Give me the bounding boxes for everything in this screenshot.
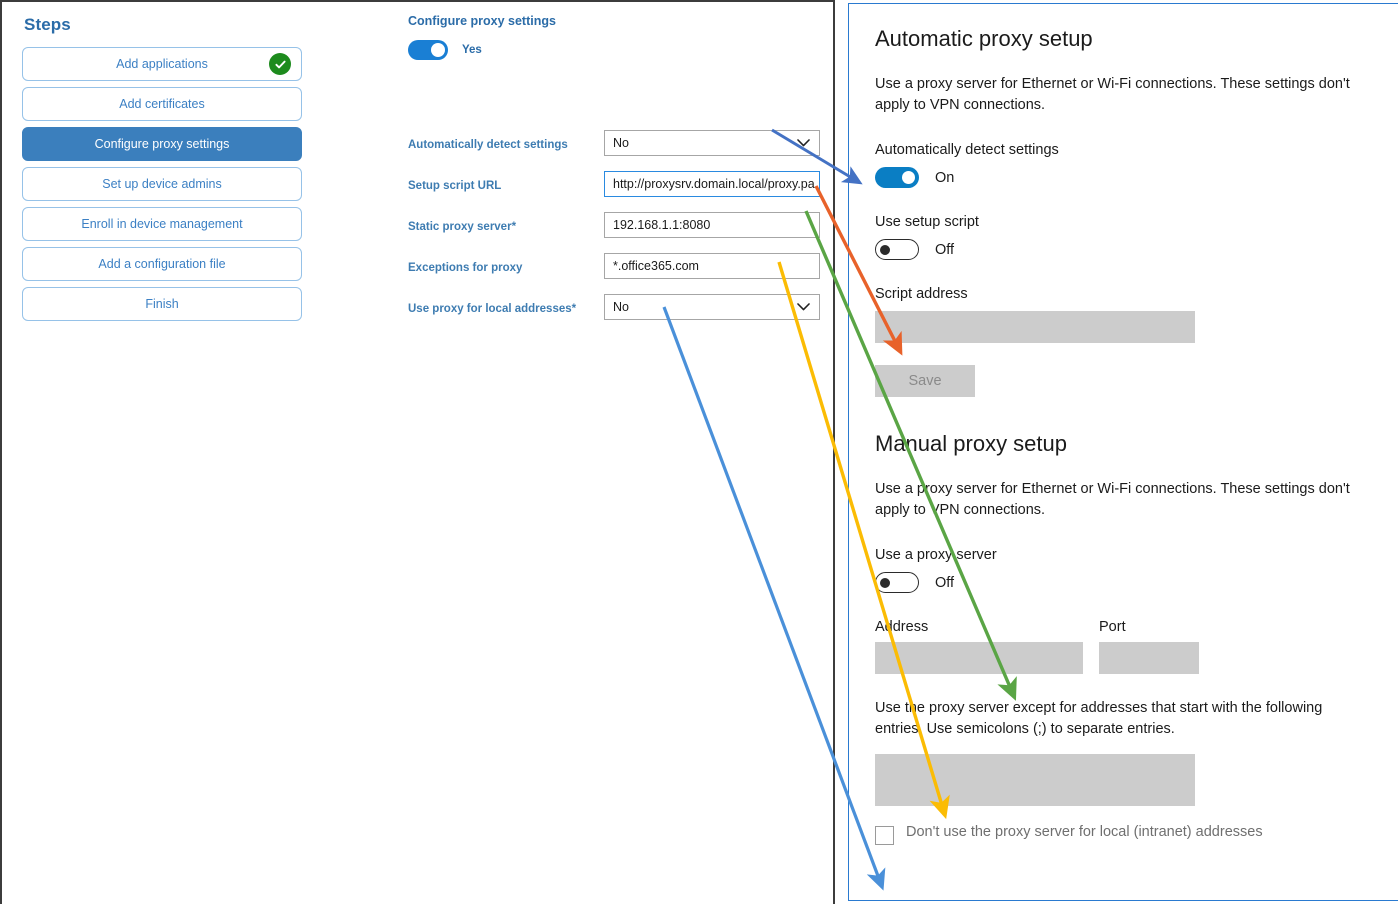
manual-proxy-setup-description: Use a proxy server for Ethernet or Wi-Fi… (875, 481, 1350, 519)
field-row-exceptions-for-proxy: Exceptions for proxy *.office365.com (408, 250, 828, 291)
steps-title: Steps (24, 15, 71, 34)
field-label-text: Exceptions for proxy (408, 262, 523, 274)
automatic-proxy-setup-description: Use a proxy server for Ethernet or Wi-Fi… (875, 76, 1350, 114)
select-value: No (613, 136, 629, 150)
configure-proxy-toggle-row: Yes (408, 40, 828, 60)
manual-proxy-setup-title: Manual proxy setup (875, 431, 1067, 457)
address-label: Address (875, 619, 929, 636)
bypass-local-row[interactable]: Don't use the proxy server for local (in… (875, 824, 1368, 846)
step-label: Enroll in device management (81, 217, 243, 231)
input-value: 192.168.1.1:8080 (613, 218, 711, 232)
automatically-detect-settings-select[interactable]: No (604, 130, 820, 156)
chevron-down-icon (797, 136, 810, 150)
field-label: Setup script URL (408, 180, 501, 192)
setup-script-url-input[interactable]: http://proxysrv.domain.local/proxy.pa (604, 171, 820, 197)
exceptions-for-proxy-input[interactable]: *.office365.com (604, 253, 820, 279)
field-label-text: Automatically detect settings (408, 139, 568, 151)
script-address-label: Script address (875, 286, 968, 303)
step-label: Finish (145, 297, 179, 311)
bypass-local-label: Don't use the proxy server for local (in… (906, 824, 1263, 841)
chevron-down-icon (797, 300, 810, 314)
sidebar-item-finish[interactable]: Finish (22, 287, 302, 321)
check-circle-icon (269, 53, 291, 75)
address-input (875, 642, 1083, 675)
auto-detect-settings-toggle[interactable] (875, 167, 919, 189)
port-label: Port (1099, 619, 1126, 636)
select-value: No (613, 300, 629, 314)
auto-detect-settings-label: Automatically detect settings (875, 142, 1059, 159)
step-label: Configure proxy settings (94, 137, 230, 151)
frame-border-left (0, 0, 2, 904)
sidebar-item-add-applications[interactable]: Add applications (22, 47, 302, 81)
use-a-proxy-server-row: Off (875, 572, 1368, 594)
address-column: Address (875, 619, 1083, 675)
auto-detect-settings-state: On (935, 169, 955, 186)
use-setup-script-label: Use setup script (875, 214, 979, 231)
field-label-text: Setup script URL (408, 180, 502, 192)
auto-detect-settings-row: On (875, 167, 1368, 189)
field-label-text: Use proxy for local addresses (408, 303, 572, 315)
use-a-proxy-server-toggle[interactable] (875, 572, 919, 594)
form-field-list: Automatically detect settings No Setup s… (408, 127, 828, 332)
required-marker: * (571, 303, 577, 315)
field-label-text: Static proxy server (408, 221, 512, 233)
use-setup-script-row: Off (875, 239, 1368, 261)
port-column: Port (1099, 619, 1199, 675)
field-row-setup-script-url: Setup script URL http://proxysrv.domain.… (408, 168, 828, 209)
address-port-row: Address Port (875, 619, 1368, 675)
step-label: Add a configuration file (98, 257, 226, 271)
configure-proxy-toggle[interactable] (408, 40, 448, 60)
automatic-proxy-setup-title: Automatic proxy setup (875, 26, 1093, 51)
exceptions-description: Use the proxy server except for addresse… (875, 700, 1323, 738)
step-label: Set up device admins (102, 177, 222, 191)
field-row-static-proxy-server: Static proxy server* 192.168.1.1:8080 (408, 209, 828, 250)
static-proxy-server-input[interactable]: 192.168.1.1:8080 (604, 212, 820, 238)
proxy-form-panel: Configure proxy settings Yes Automatical… (408, 14, 828, 320)
field-row-use-proxy-for-local-addresses: Use proxy for local addresses* No (408, 291, 828, 332)
sidebar-item-add-a-configuration-file[interactable]: Add a configuration file (22, 247, 302, 281)
field-label: Exceptions for proxy (408, 262, 522, 274)
field-label: Use proxy for local addresses* (408, 303, 576, 315)
field-row-automatically-detect-settings: Automatically detect settings No (408, 127, 828, 168)
use-a-proxy-server-label: Use a proxy server (875, 547, 997, 564)
port-input (1099, 642, 1199, 675)
steps-panel: Steps Add applications Add certificates … (0, 0, 330, 327)
windows-proxy-settings-panel: Automatic proxy setup Use a proxy server… (848, 3, 1398, 901)
configure-proxy-toggle-label: Yes (462, 44, 482, 56)
input-value: *.office365.com (613, 259, 699, 273)
exceptions-input (875, 754, 1195, 807)
use-a-proxy-server-state: Off (935, 574, 955, 591)
field-label: Automatically detect settings (408, 139, 568, 151)
script-address-input (875, 311, 1195, 344)
bypass-local-checkbox[interactable] (875, 826, 894, 846)
sidebar-item-set-up-device-admins[interactable]: Set up device admins (22, 167, 302, 201)
use-proxy-for-local-addresses-select[interactable]: No (604, 294, 820, 320)
panel-divider (833, 0, 835, 904)
use-setup-script-state: Off (935, 241, 955, 258)
required-marker: * (511, 221, 517, 233)
input-value: http://proxysrv.domain.local/proxy.pa (613, 177, 815, 191)
step-label: Add applications (116, 57, 208, 71)
save-button: Save (875, 365, 975, 398)
field-label: Static proxy server* (408, 221, 516, 233)
sidebar-item-add-certificates[interactable]: Add certificates (22, 87, 302, 121)
frame-border-top (0, 0, 834, 2)
form-heading: Configure proxy settings (408, 14, 556, 28)
sidebar-item-enroll-in-device-management[interactable]: Enroll in device management (22, 207, 302, 241)
use-setup-script-toggle[interactable] (875, 239, 919, 261)
step-label: Add certificates (119, 97, 205, 111)
sidebar-item-configure-proxy-settings[interactable]: Configure proxy settings (22, 127, 302, 161)
